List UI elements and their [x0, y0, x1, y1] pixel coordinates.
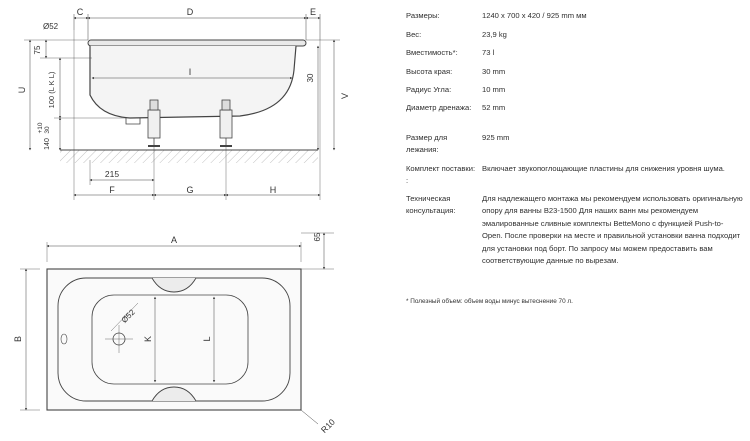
grip-top — [151, 277, 197, 293]
dim-215: 215 — [105, 169, 119, 179]
dim-f: F — [109, 185, 115, 195]
dim-k: K — [143, 336, 153, 342]
dim-l: L — [202, 336, 212, 341]
dim-c: C — [77, 7, 84, 17]
spec-label: Высота края: — [406, 67, 453, 76]
dim-d: D — [187, 7, 194, 17]
grip-bottom — [151, 386, 197, 402]
technical-drawing: C D E Ø52 75 U 100 (L K L) I 30 V +10 30… — [13, 7, 350, 435]
side-view — [24, 14, 340, 200]
dim-75: 75 — [33, 45, 42, 54]
dim-drain-dia: Ø52 — [43, 22, 59, 31]
spec-value: 30 mm — [482, 67, 506, 76]
dim-140: 140 — [44, 138, 51, 150]
spec-value: 73 l — [482, 48, 495, 57]
footnote: * Полезный объем: объем воды минус вытес… — [406, 298, 573, 305]
dim-i: I — [189, 67, 192, 77]
dim-65: 65 — [313, 232, 322, 241]
spec-label: Вместимость*: — [406, 48, 458, 57]
dim-h: H — [270, 185, 277, 195]
spec-label: Диаметр дренажа: — [406, 103, 472, 112]
dim-100: 100 (L K L) — [47, 71, 56, 108]
spec-value: 23,9 kg — [482, 30, 507, 39]
dim-u: U — [17, 87, 27, 94]
spec-label: Размер для лежания: — [406, 133, 448, 155]
foot-left — [147, 99, 161, 147]
dim-plus10: +10 — [37, 122, 44, 133]
dim-r10: R10 — [319, 417, 337, 435]
spec-label: Радиус Угла: — [406, 85, 452, 94]
dim-a: A — [171, 235, 177, 245]
spec-value: 52 mm — [482, 103, 506, 112]
spec-value: 925 mm — [482, 133, 510, 142]
floor-hatch — [60, 150, 318, 163]
bath-drain-outlet — [125, 118, 141, 125]
bath-body — [89, 45, 297, 119]
spec-label: Комплект поставки: : — [406, 164, 476, 186]
spec-value: Для надлежащего монтажа мы рекомендуем и… — [482, 194, 743, 266]
dim-30b: 30 — [44, 126, 51, 134]
spec-value: 1240 x 700 x 420 / 925 mm мм — [482, 11, 587, 20]
side-view-labels: C D E Ø52 75 U 100 (L K L) I 30 V +10 30… — [17, 7, 350, 195]
foot-right — [219, 99, 233, 147]
spec-value: Включает звукопоглощающие пластины для с… — [482, 164, 725, 173]
dim-30: 30 — [306, 73, 315, 82]
dim-e: E — [310, 7, 316, 17]
dim-v: V — [340, 93, 350, 99]
bath-rim — [87, 39, 307, 47]
top-view — [20, 232, 334, 425]
spec-label: Вес: — [406, 30, 422, 39]
dim-g: G — [186, 185, 193, 195]
dim-b: B — [13, 336, 23, 342]
spec-value: 10 mm — [482, 85, 506, 94]
bath-bottom — [91, 294, 249, 385]
overflow — [60, 333, 68, 345]
spec-label: Размеры: — [406, 11, 440, 20]
spec-label: Техническая консультация: — [406, 194, 456, 216]
bath-outline — [46, 268, 302, 411]
